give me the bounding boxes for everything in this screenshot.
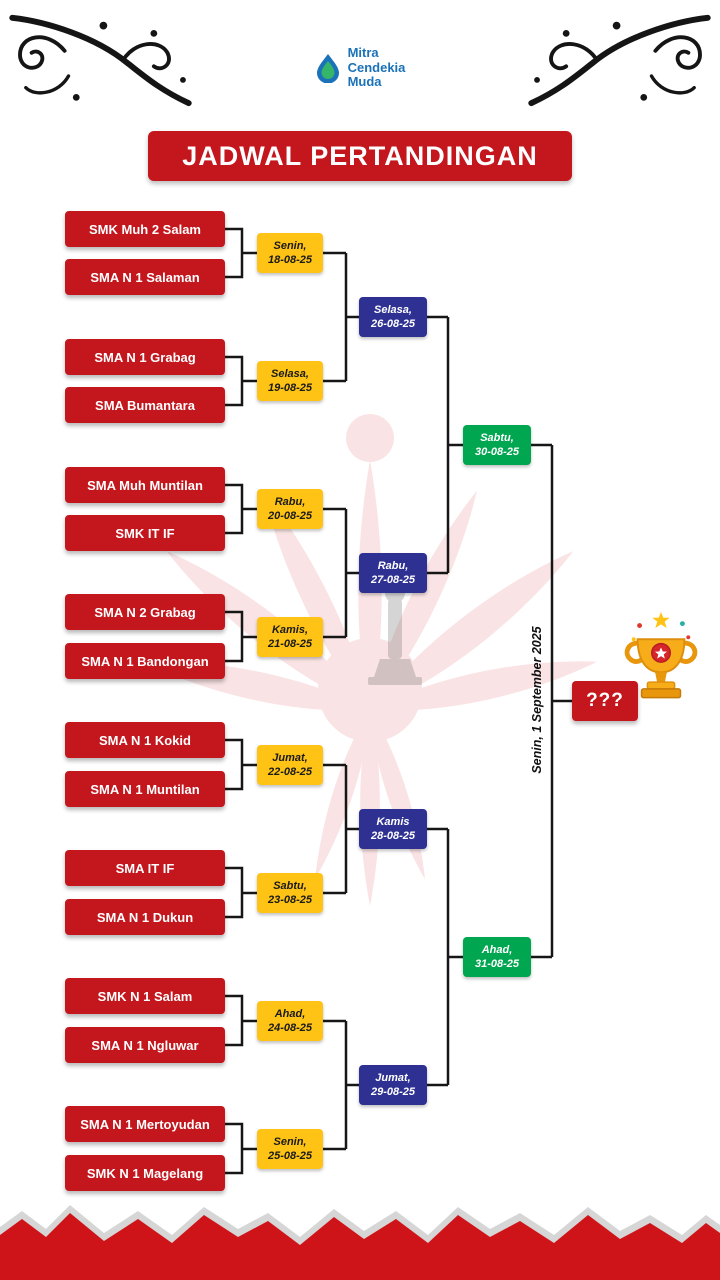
match-date: 30-08-25 xyxy=(474,446,520,458)
final-date-label: Senin, 1 September 2025 xyxy=(530,626,544,774)
match-date-round1: Senin, 25-08-25 xyxy=(257,1129,323,1169)
match-day: Ahad, xyxy=(481,943,513,956)
match-date-round2: Jumat, 29-08-25 xyxy=(359,1065,427,1105)
match-date-round2: Rabu, 27-08-25 xyxy=(359,553,427,593)
team-box: SMA N 1 Mertoyudan xyxy=(65,1106,225,1142)
match-day: Rabu, xyxy=(274,495,306,508)
match-day: Jumat, xyxy=(272,751,308,764)
match-date-round1: Jumat, 22-08-25 xyxy=(257,745,323,785)
match-day: Senin, xyxy=(273,239,307,252)
match-date-round2: Selasa, 26-08-25 xyxy=(359,297,427,337)
corner-flourish-left-icon xyxy=(9,14,192,107)
logo-drop-icon xyxy=(316,53,339,83)
match-date: 31-08-25 xyxy=(474,958,520,970)
match-date: 29-08-25 xyxy=(370,1086,416,1098)
team-box: SMK IT IF xyxy=(65,515,225,551)
team-box: SMA N 1 Ngluwar xyxy=(65,1027,225,1063)
match-day: Kamis, xyxy=(271,623,309,636)
corner-flourish-right-icon xyxy=(528,14,711,107)
match-date-round1: Ahad, 24-08-25 xyxy=(257,1001,323,1041)
team-box: SMA Bumantara xyxy=(65,387,225,423)
team-box: SMK N 1 Salam xyxy=(65,978,225,1014)
team-box: SMA N 1 Bandongan xyxy=(65,643,225,679)
match-date-round1: Rabu, 20-08-25 xyxy=(257,489,323,529)
page-title: JADWAL PERTANDINGAN xyxy=(148,131,572,181)
match-date: 18-08-25 xyxy=(267,254,313,266)
match-day: Selasa, xyxy=(374,303,412,316)
logo-text: Mitra Cendekia Muda xyxy=(347,45,406,90)
monument-watermark-icon xyxy=(368,583,422,685)
team-box: SMA IT IF xyxy=(65,850,225,886)
match-date: 19-08-25 xyxy=(267,382,313,394)
match-day: Sabtu, xyxy=(273,879,307,892)
match-day: Selasa, xyxy=(271,367,309,380)
team-box: SMA N 2 Grabag xyxy=(65,594,225,630)
trophy-icon xyxy=(624,611,698,699)
match-date: 26-08-25 xyxy=(370,318,416,330)
match-date: 24-08-25 xyxy=(267,1022,313,1034)
team-box: SMA N 1 Grabag xyxy=(65,339,225,375)
team-box: SMA N 1 Salaman xyxy=(65,259,225,295)
match-date-round1: Senin, 18-08-25 xyxy=(257,233,323,273)
match-day: Senin, xyxy=(273,1135,307,1148)
team-box: SMA N 1 Muntilan xyxy=(65,771,225,807)
match-date-round2: Kamis 28-08-25 xyxy=(359,809,427,849)
match-day: Jumat, xyxy=(375,1071,411,1084)
match-date: 25-08-25 xyxy=(267,1150,313,1162)
match-date: 23-08-25 xyxy=(267,894,313,906)
logo-line3: Muda xyxy=(347,74,382,90)
match-day: Kamis xyxy=(376,815,410,828)
match-date-round3: Sabtu, 30-08-25 xyxy=(463,425,531,465)
match-day: Ahad, xyxy=(274,1007,306,1020)
match-date: 21-08-25 xyxy=(267,638,313,650)
logo-line1: Mitra xyxy=(347,45,379,60)
champion-box: ??? xyxy=(572,681,638,721)
team-box: SMA N 1 Dukun xyxy=(65,899,225,935)
match-date-round1: Sabtu, 23-08-25 xyxy=(257,873,323,913)
team-box: SMA N 1 Kokid xyxy=(65,722,225,758)
match-date: 22-08-25 xyxy=(267,766,313,778)
torn-paper-edge-icon xyxy=(0,1205,720,1280)
logo-line2: Cendekia xyxy=(347,59,406,75)
team-box: SMA Muh Muntilan xyxy=(65,467,225,503)
match-date-round1: Selasa, 19-08-25 xyxy=(257,361,323,401)
team-box: SMK Muh 2 Salam xyxy=(65,211,225,247)
team-box: SMK N 1 Magelang xyxy=(65,1155,225,1191)
match-day: Rabu, xyxy=(377,559,409,572)
match-date-round1: Kamis, 21-08-25 xyxy=(257,617,323,657)
match-date: 27-08-25 xyxy=(370,574,416,586)
match-date: 20-08-25 xyxy=(267,510,313,522)
match-date-round3: Ahad, 31-08-25 xyxy=(463,937,531,977)
match-day: Sabtu, xyxy=(480,431,514,444)
logo: Mitra Cendekia Muda xyxy=(0,45,720,90)
match-date: 28-08-25 xyxy=(370,830,416,842)
